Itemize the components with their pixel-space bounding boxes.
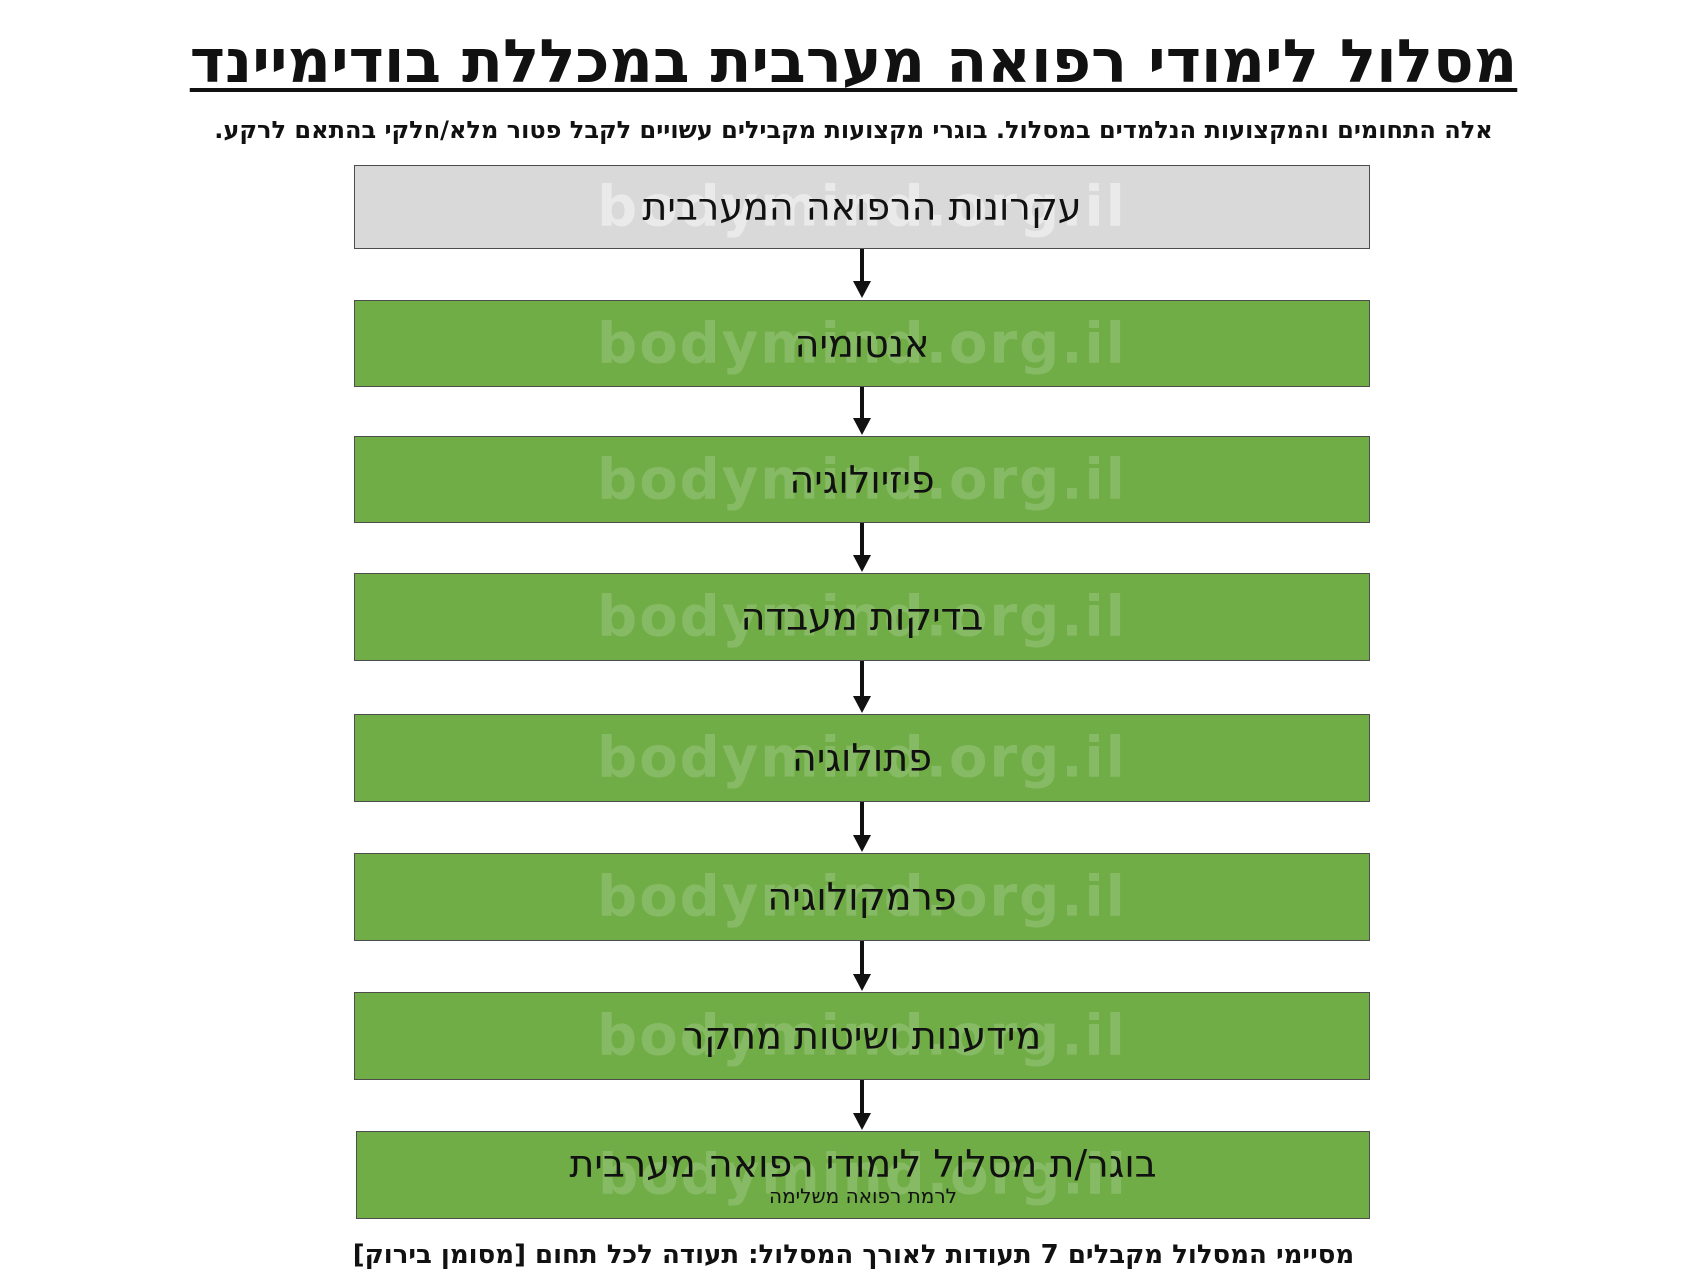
flow-step-label: מידענות ושיטות מחקר <box>682 1014 1042 1058</box>
page-title: מסלול לימודי רפואה מערבית במכללת בודימיי… <box>189 27 1518 97</box>
arrow-down-icon <box>853 1080 871 1130</box>
arrow-down-icon <box>853 249 871 298</box>
flow-step-pathology: bodymind.org.il פתולוגיה <box>354 714 1370 802</box>
arrow-down-icon <box>853 941 871 991</box>
arrow-down-icon <box>853 387 871 435</box>
flow-step-label: בוגר/ת מסלול לימודי רפואה מערבית <box>569 1142 1157 1186</box>
page-subtitle: אלה התחומים והמקצועות הנלמדים במסלול. בו… <box>214 116 1493 144</box>
flow-step-physiology: bodymind.org.il פיזיולוגיה <box>354 436 1370 523</box>
flow-step-label: פרמקולוגיה <box>767 875 957 919</box>
arrow-down-icon <box>853 523 871 572</box>
arrow-down-icon <box>853 802 871 852</box>
arrow-down-icon <box>853 661 871 713</box>
flow-step-anatomy: bodymind.org.il אנטומיה <box>354 300 1370 387</box>
flow-step-label: פתולוגיה <box>792 736 932 780</box>
flow-step-sublabel: לרמת רפואה משלימה <box>769 1184 958 1208</box>
flow-step-label: אנטומיה <box>794 321 930 366</box>
flow-step-label: עקרונות הרפואה המערבית <box>642 185 1082 229</box>
flow-step-pharmacology: bodymind.org.il פרמקולוגיה <box>354 853 1370 941</box>
footer-note: מסיימי המסלול מקבלים 7 תעודות לאורך המסל… <box>352 1240 1355 1270</box>
flow-step-principles: bodymind.org.il עקרונות הרפואה המערבית <box>354 165 1370 249</box>
flow-step-label: פיזיולוגיה <box>789 457 935 502</box>
flow-step-research-methods: bodymind.org.il מידענות ושיטות מחקר <box>354 992 1370 1080</box>
flow-step-graduate: bodymind.org.il בוגר/ת מסלול לימודי רפוא… <box>356 1131 1370 1219</box>
flow-step-label: בדיקות מעבדה <box>740 595 984 639</box>
flow-step-lab-tests: bodymind.org.il בדיקות מעבדה <box>354 573 1370 661</box>
